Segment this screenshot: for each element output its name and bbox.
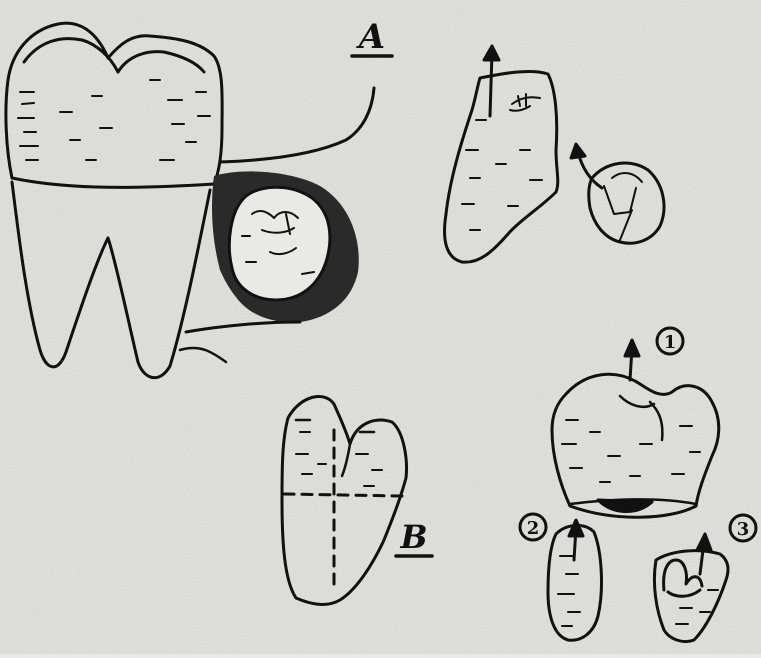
label-2: 2 bbox=[527, 518, 540, 539]
label-b: B bbox=[399, 518, 427, 556]
fragment-arrow-shaft bbox=[490, 52, 492, 116]
inset-tooth-crown bbox=[229, 187, 330, 300]
label-3: 3 bbox=[737, 519, 750, 540]
label-1: 1 bbox=[664, 332, 677, 353]
tooth-b-horizontal-section bbox=[284, 494, 402, 496]
label-a: A bbox=[356, 17, 385, 57]
